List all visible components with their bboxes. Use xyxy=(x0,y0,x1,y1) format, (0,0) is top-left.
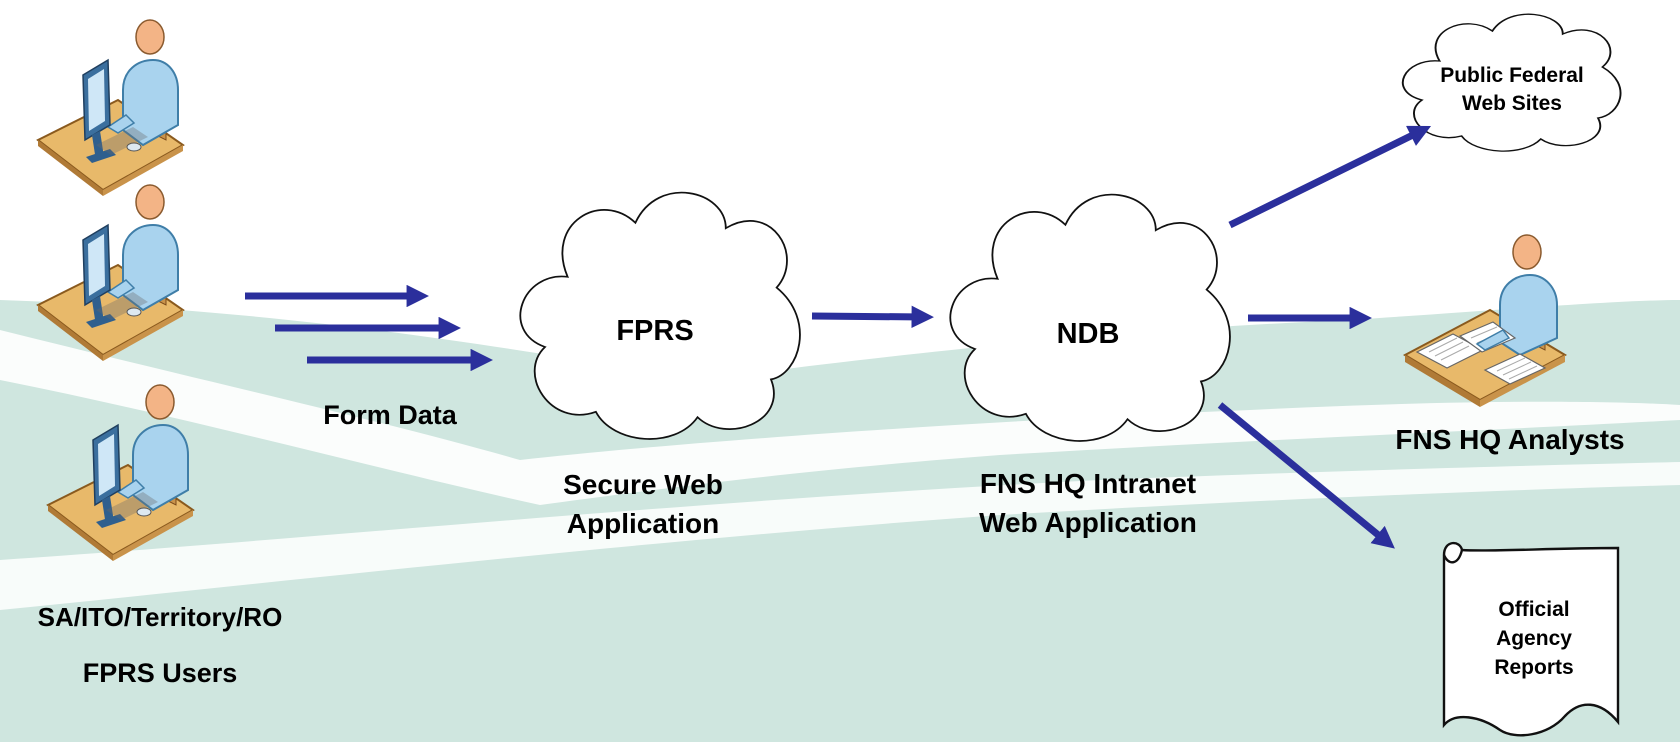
intranet-label-line2: Web Application xyxy=(979,507,1197,538)
analysts-label: FNS HQ Analysts xyxy=(1395,424,1624,455)
fprs-to-ndb-arrow xyxy=(811,305,934,329)
form-data-arrows xyxy=(245,284,493,372)
ndb-to-public-arrow xyxy=(1228,125,1432,229)
person-at-computer-icon xyxy=(37,19,184,197)
ndb-cloud-label: NDB xyxy=(1057,318,1120,350)
users-label-line2: FPRS Users xyxy=(83,658,238,688)
fprs-cloud-label: FPRS xyxy=(616,315,693,347)
form-data-label: Form Data xyxy=(323,400,458,430)
report-label-line3: Reports xyxy=(1494,656,1573,679)
intranet-label-line1: FNS HQ Intranet xyxy=(980,468,1196,499)
labels: Form Data SA/ITO/Territory/RO FPRS Users… xyxy=(38,64,1625,688)
ndb-to-reports-arrow xyxy=(1217,402,1395,549)
users-label-line1: SA/ITO/Territory/RO xyxy=(38,602,283,632)
report-label-line2: Agency xyxy=(1496,627,1572,650)
secure-web-label-line1: Secure Web xyxy=(563,469,723,500)
flow-arrows xyxy=(811,125,1432,549)
public-web-sites-label-line1: Public Federal xyxy=(1440,64,1584,87)
document-scroll-icon xyxy=(1442,541,1620,737)
report-label-line1: Official xyxy=(1498,598,1569,621)
background-swooshes xyxy=(0,300,1680,742)
secure-web-label-line2: Application xyxy=(567,508,719,539)
public-web-sites-label-line2: Web Sites xyxy=(1462,92,1562,115)
